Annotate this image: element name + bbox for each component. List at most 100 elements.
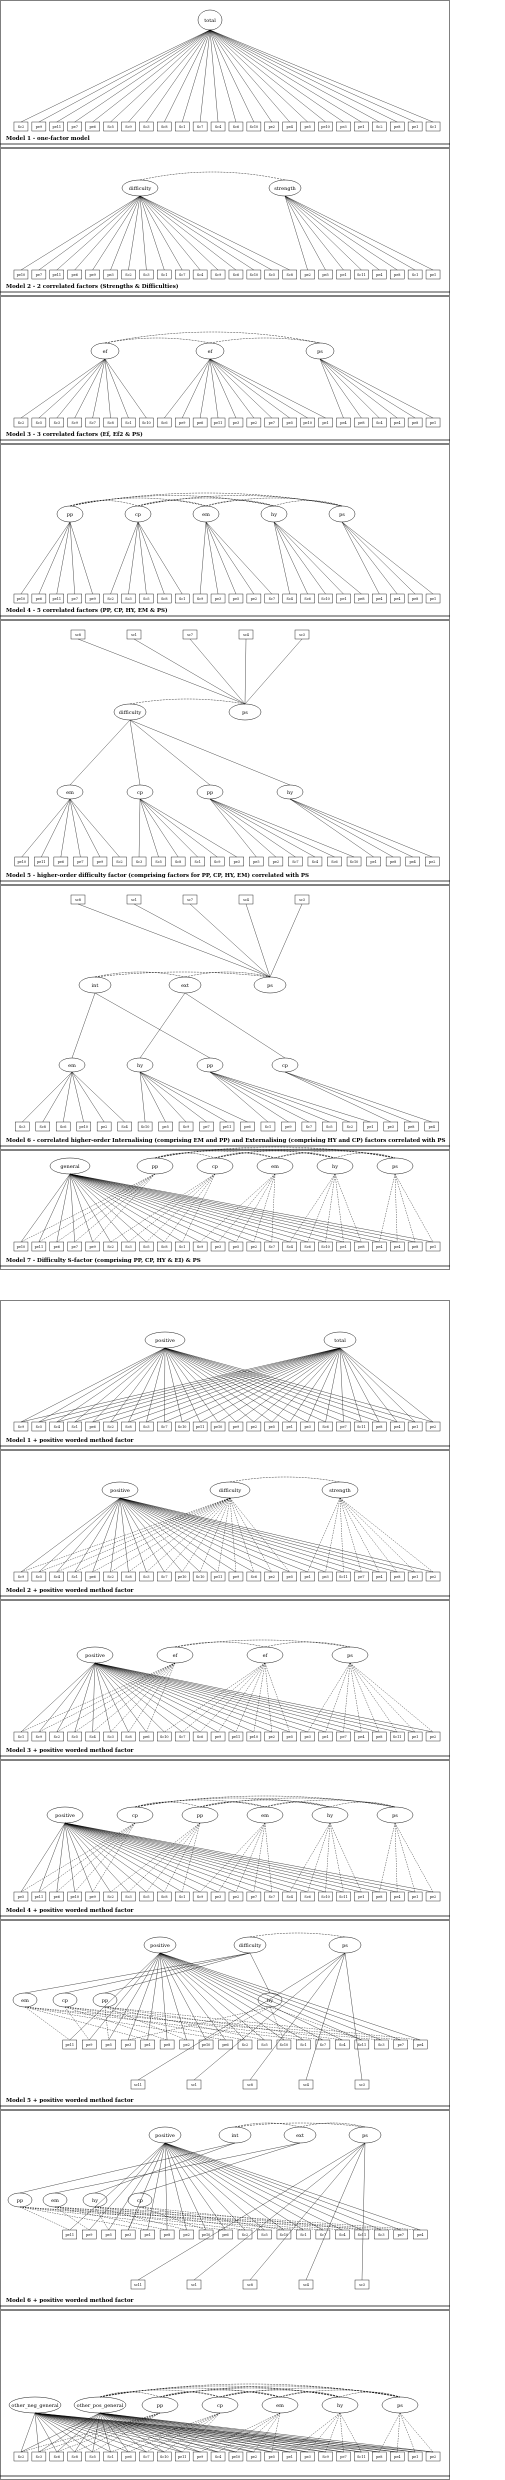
loading-path (69, 798, 101, 858)
loading-path (34, 2412, 219, 2453)
observed-item-label: pe11 (53, 273, 62, 277)
latent-factor-label: cp (137, 790, 143, 796)
loading-path (159, 1952, 421, 2041)
factor-correlation-arc (154, 1150, 276, 1159)
residual-path (164, 1173, 216, 1243)
loading-path (92, 358, 106, 419)
observed-item-label: pe3 (125, 2043, 131, 2047)
observed-item-label: Sc9 (322, 2455, 328, 2459)
loading-path (127, 1952, 161, 2041)
factor-correlation-arc (329, 1801, 396, 1808)
observed-item-label: pe4 (417, 2043, 423, 2047)
loading-path (205, 521, 272, 595)
loading-path (199, 521, 207, 595)
observed-item-label: pe8 (358, 597, 364, 601)
loading-path (94, 1662, 398, 1733)
observed-item-label: Sc10 (178, 1425, 187, 1429)
loading-path (64, 1822, 75, 1893)
observed-item-label: pe5 (233, 597, 239, 601)
loading-path (244, 638, 303, 705)
factor-correlation-arc (104, 337, 211, 344)
residual-path (253, 1173, 276, 1243)
observed-item-label: Sc3 (107, 1735, 113, 1739)
observed-item-label: Sc4 (287, 597, 293, 601)
residual-path (379, 1173, 396, 1243)
latent-factor-label: em (202, 512, 210, 518)
observed-item-label: Sc7 (161, 1575, 167, 1579)
observed-item-label: pe5 (269, 1425, 275, 1429)
observed-item-label: pe10 (17, 1245, 26, 1249)
observed-item-label: pe1 (430, 597, 436, 601)
observed-item-label: pe6 (143, 1735, 149, 1739)
factor-correlation-arc (134, 1795, 396, 1808)
residual-path (199, 1497, 231, 1573)
residual-path (74, 1662, 176, 1733)
loading-path (64, 1822, 326, 1893)
observed-item-label: pe9 (89, 1895, 95, 1899)
observed-item-label: Sc1 (300, 2043, 306, 2047)
loading-path (34, 2412, 290, 2453)
residual-path (394, 1173, 398, 1243)
observed-item-label: pe3 (215, 597, 221, 601)
observed-item-label: Sc5 (269, 273, 275, 277)
loading-path (20, 29, 211, 123)
loading-path (20, 195, 141, 271)
residual-path (19, 2206, 226, 2231)
observed-item-label: Sc1 (179, 597, 185, 601)
observed-item-label: Sc8 (72, 2455, 78, 2459)
loading-path (34, 2412, 416, 2453)
observed-item-label: Sc1 (430, 125, 436, 129)
observed-item-label: pe5 (106, 2233, 112, 2237)
loading-path (139, 798, 218, 858)
observed-item-label: sc3 (299, 633, 305, 637)
factor-correlation-arc (159, 2385, 401, 2398)
loading-path (94, 1662, 147, 1733)
loading-path (307, 1347, 341, 1423)
residual-path (92, 1822, 136, 1893)
observed-item-label: pe8 (376, 1425, 382, 1429)
factor-correlation-arc (104, 331, 321, 344)
factor-correlation-arc (339, 2391, 401, 2398)
loading-path (164, 2142, 382, 2231)
observed-item-label: pe6 (222, 2043, 228, 2047)
loading-path (139, 992, 186, 1059)
loading-path (209, 358, 272, 419)
loading-path (69, 798, 81, 858)
residual-path (289, 2412, 341, 2453)
residual-path (339, 2412, 344, 2453)
observed-item-label: sc8 (75, 633, 81, 637)
observed-item-label: Sc11 (357, 2455, 366, 2459)
residual-path (182, 2412, 221, 2453)
loading-path (99, 2412, 183, 2453)
latent-factor-label: em (271, 1164, 279, 1170)
factor-correlation-arc (219, 2389, 341, 2398)
observed-item-label: Sc4 (312, 860, 318, 864)
observed-item-label: Sc8 (161, 1245, 167, 1249)
loading-path (64, 1822, 183, 1893)
loading-path (34, 2412, 111, 2453)
loading-path (119, 1497, 416, 1573)
loading-path (34, 2412, 201, 2453)
loading-path (209, 29, 416, 123)
observed-item-label: Sc4 (54, 1425, 60, 1429)
observed-item-label: pe3 (215, 1245, 221, 1249)
loading-path (71, 992, 96, 1059)
factor-correlation-arc (334, 1152, 396, 1159)
observed-item-label: Sc6 (161, 421, 167, 425)
latent-factor-label: positive (155, 1338, 175, 1344)
residual-path (394, 1173, 416, 1243)
observed-item-label: pe6 (197, 421, 203, 425)
factor-correlation-arc (264, 1801, 331, 1808)
observed-item-label: Sc1 (265, 1125, 271, 1129)
latent-factor-label: difficulty (119, 710, 142, 716)
loading-path (139, 1071, 248, 1123)
latent-factor-label: difficulty (219, 1488, 242, 1494)
observed-item-label: pe1 (144, 2043, 150, 2047)
residual-path (128, 2412, 221, 2453)
residual-path (229, 1497, 290, 1573)
observed-item-label: pe10 (17, 273, 26, 277)
loading-path (64, 1822, 111, 1893)
latent-factor-label: ef (173, 1653, 179, 1659)
observed-item-label: pe4 (394, 1895, 400, 1899)
